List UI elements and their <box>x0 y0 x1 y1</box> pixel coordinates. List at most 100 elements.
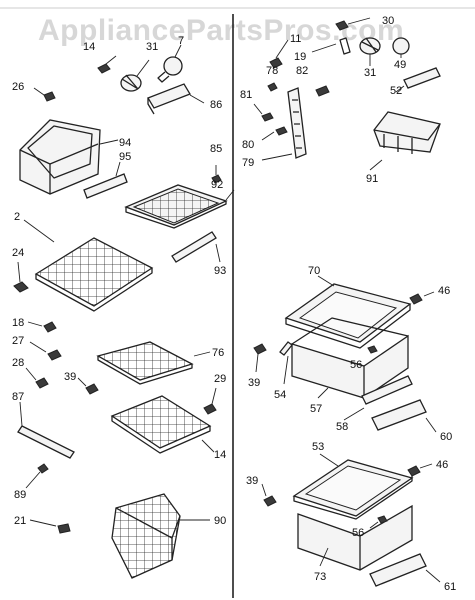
callout-95: 95 <box>119 151 131 163</box>
shelf-bracket-part-24 <box>13 261 29 293</box>
screw-part-14 <box>97 55 117 74</box>
clip-part-46-upper <box>409 291 435 305</box>
callout-7: 7 <box>178 35 184 47</box>
lamp-socket-part-31 <box>120 59 150 92</box>
callout-87: 87 <box>12 391 24 403</box>
callout-82: 82 <box>296 65 308 77</box>
clip-part-27 <box>29 341 62 361</box>
callout-94: 94 <box>119 137 131 149</box>
callout-70: 70 <box>308 265 320 277</box>
clip-part-18 <box>27 321 57 333</box>
crisper-cover-part-70 <box>284 275 412 349</box>
callout-61: 61 <box>444 581 456 593</box>
socket-bracket-part-30 <box>335 17 371 31</box>
drawer-handle-part-61 <box>369 553 441 587</box>
callout-39-right-upper: 39 <box>248 377 260 389</box>
clip-part-39-left <box>77 377 99 395</box>
callout-31-left: 31 <box>146 41 158 53</box>
screw-part-89 <box>25 463 49 489</box>
callout-86: 86 <box>210 99 222 111</box>
clip-part-78 <box>267 82 278 92</box>
callout-80: 80 <box>242 139 254 151</box>
clip-part-28 <box>25 367 49 389</box>
clip-part-80 <box>261 126 288 141</box>
clip-part-39-right-upper <box>253 343 267 373</box>
callout-46-upper: 46 <box>438 285 450 297</box>
callout-31-right: 31 <box>364 67 376 79</box>
callout-2: 2 <box>14 211 20 223</box>
callout-90: 90 <box>214 515 226 527</box>
shelf-rail-part-93 <box>171 231 221 263</box>
bin-rail-part-95 <box>83 161 128 199</box>
door-bin-part-91 <box>369 111 441 171</box>
wire-shelf-part-14 <box>110 395 215 454</box>
callout-39-right-lower: 39 <box>246 475 258 487</box>
callout-81: 81 <box>240 89 252 101</box>
control-housing-part-79 <box>261 87 307 161</box>
crisper-drawer-part-57 <box>291 317 409 399</box>
callout-19: 19 <box>294 51 306 63</box>
lamp-socket-part-31-right <box>359 37 381 66</box>
callout-56-upper: 56 <box>350 359 362 371</box>
clip-part-85 <box>211 165 222 184</box>
callout-39-left: 39 <box>64 371 76 383</box>
callout-14-lower: 14 <box>214 449 226 461</box>
crisper-drawer-part-73 <box>297 504 413 571</box>
callout-89: 89 <box>14 489 26 501</box>
ice-bin-part-94 <box>19 119 119 195</box>
callout-labels: 14 31 7 26 86 94 95 85 92 2 24 93 18 27 … <box>12 15 456 593</box>
callout-53: 53 <box>312 441 324 453</box>
callout-54: 54 <box>274 389 286 401</box>
callout-29: 29 <box>214 373 226 385</box>
clip-part-29 <box>203 387 217 415</box>
wire-shelf-part-76 <box>96 341 211 385</box>
callout-79: 79 <box>242 157 254 169</box>
bolt-part-11 <box>269 39 289 69</box>
rail-part-54 <box>279 341 293 385</box>
callout-49: 49 <box>394 59 406 71</box>
clip-part-39-right-lower <box>261 483 277 507</box>
callout-27: 27 <box>12 335 24 347</box>
callout-52: 52 <box>390 85 402 97</box>
callout-76: 76 <box>212 347 224 359</box>
wire-basket-part-90 <box>111 493 210 579</box>
callout-60: 60 <box>440 431 452 443</box>
rail-part-87 <box>17 401 75 459</box>
light-bulb-part-49 <box>392 37 410 58</box>
callout-21: 21 <box>14 515 26 527</box>
clip-part-46-lower <box>407 463 433 477</box>
crisper-cover-part-53 <box>292 453 414 520</box>
screw-part-56-lower <box>369 515 388 529</box>
callout-91: 91 <box>366 173 378 185</box>
callout-18: 18 <box>12 317 24 329</box>
drawer-handle-part-60 <box>371 399 437 433</box>
clip-part-82 <box>315 85 330 97</box>
callout-92: 92 <box>211 179 223 191</box>
callout-28: 28 <box>12 357 24 369</box>
callout-93: 93 <box>214 265 226 277</box>
light-bulb-part-7 <box>157 44 183 83</box>
light-shield-part-86 <box>147 83 205 115</box>
wire-shelf-part-2 <box>23 219 154 312</box>
callout-30: 30 <box>382 15 394 27</box>
shelf-part-92 <box>124 184 235 229</box>
callout-56-lower: 56 <box>352 527 364 539</box>
callout-26: 26 <box>12 81 24 93</box>
callout-24: 24 <box>12 247 24 259</box>
clip-part-21 <box>29 519 71 534</box>
light-shield-part-52 <box>395 67 441 93</box>
callout-58: 58 <box>336 421 348 433</box>
clip-part-81 <box>253 103 274 122</box>
callout-85: 85 <box>210 143 222 155</box>
screw-part-56-upper <box>367 345 378 354</box>
screw-part-19 <box>311 37 351 55</box>
callout-78: 78 <box>266 65 278 77</box>
callout-11: 11 <box>290 33 301 45</box>
callout-46-lower: 46 <box>436 459 448 471</box>
callout-14-upper: 14 <box>83 41 95 53</box>
callout-73: 73 <box>314 571 326 583</box>
callout-57: 57 <box>310 403 322 415</box>
drawer-front-part-58 <box>343 375 413 421</box>
